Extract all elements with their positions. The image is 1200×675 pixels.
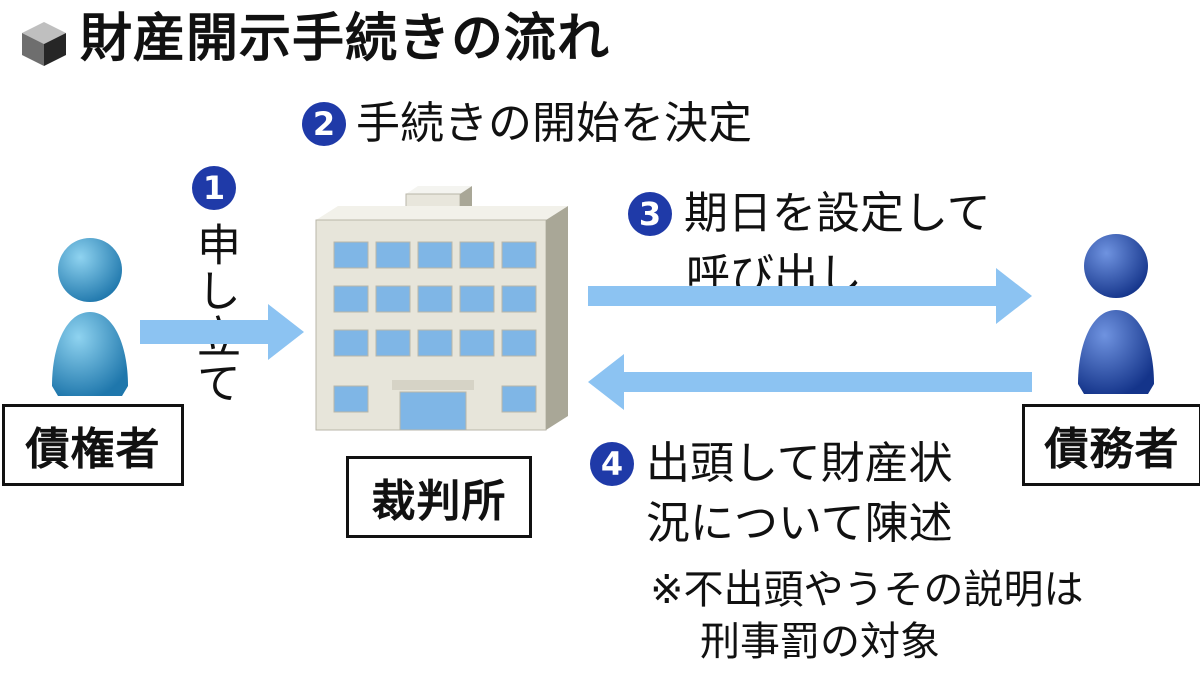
arrow-debtor-to-court bbox=[588, 354, 1032, 410]
step-2-label: 手続きの開始を決定 bbox=[356, 98, 752, 149]
step-4: 4 出頭して財産状 bbox=[590, 436, 953, 492]
debtor-person-icon bbox=[1078, 234, 1154, 394]
step-4-label-line1: 出頭して財産状 bbox=[646, 438, 953, 489]
debtor-label: 債務者 bbox=[1022, 404, 1200, 486]
step-1-label: 申し立て bbox=[189, 222, 240, 406]
step-3: 3 期日を設定して bbox=[628, 186, 991, 242]
step-2: 2 手続きの開始を決定 bbox=[302, 96, 752, 152]
cube-icon bbox=[22, 22, 66, 66]
note-line2: 刑事罰の対象 bbox=[700, 619, 940, 665]
diagram-title: 財産開示手続きの流れ bbox=[80, 9, 611, 69]
step-4-badge: 4 bbox=[590, 442, 634, 486]
step-3-badge: 3 bbox=[628, 192, 672, 236]
step-2-badge: 2 bbox=[302, 102, 346, 146]
arrow-creditor-to-court bbox=[140, 304, 304, 360]
creditor-label: 債権者 bbox=[2, 404, 184, 486]
arrow-court-to-debtor bbox=[588, 268, 1032, 324]
creditor-person-icon bbox=[52, 238, 128, 396]
step-3-label-line1: 期日を設定して bbox=[684, 188, 991, 239]
court-building-icon bbox=[315, 186, 568, 431]
note-line1: ※不出頭やうその説明は bbox=[650, 567, 1084, 613]
step-4-label-line2: 況について陳述 bbox=[646, 498, 953, 549]
step-1-badge: 1 bbox=[192, 166, 236, 210]
court-label: 裁判所 bbox=[346, 456, 532, 538]
